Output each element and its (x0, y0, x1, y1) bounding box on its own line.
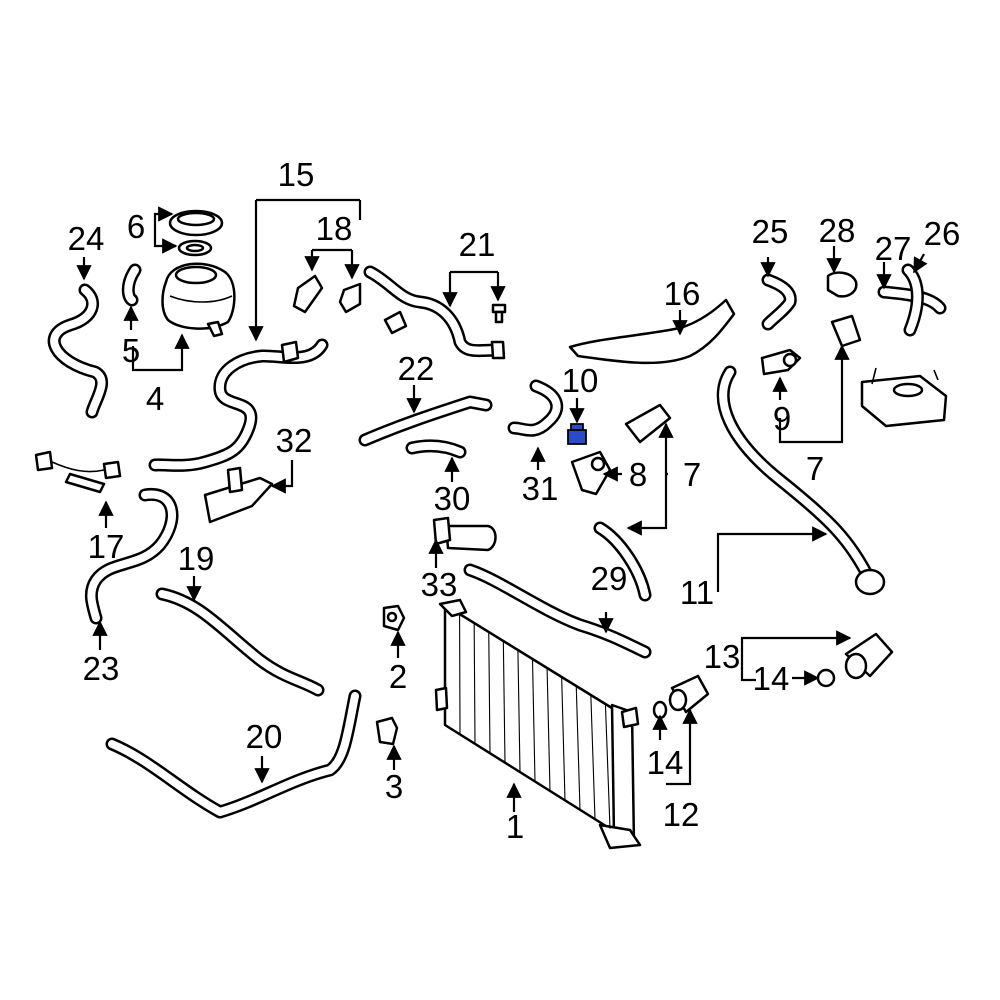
fitting-7-upper (830, 314, 862, 348)
cap-seal (177, 239, 213, 257)
hose-11 (716, 365, 886, 596)
callout-label: 30 (434, 480, 471, 517)
callout-label: 31 (522, 470, 559, 507)
hose-25 (761, 273, 797, 331)
callout-label: 12 (663, 796, 700, 833)
callout-label: 14 (753, 660, 790, 697)
callout-label: 11 (680, 574, 714, 611)
callout-label: 8 (629, 456, 647, 493)
callout-label: 9 (773, 400, 791, 437)
radiator-fin (590, 694, 596, 820)
expansion-tank-cap (168, 209, 224, 237)
hose-24 (47, 283, 108, 419)
pump-33 (432, 516, 497, 552)
callout-label: 7 (806, 450, 824, 487)
callout-label: 3 (385, 768, 403, 805)
flange-13 (844, 632, 894, 680)
radiator-fin (546, 667, 551, 791)
radiator-fin (575, 685, 581, 810)
hose-29 (463, 563, 652, 659)
radiator-fin (473, 622, 476, 744)
callout-label: 29 (591, 560, 628, 597)
pipe-21 (363, 265, 506, 360)
radiator-fin (517, 649, 521, 773)
seal-14-left (652, 700, 668, 720)
callout-label: 5 (122, 332, 140, 369)
hose-30 (405, 439, 467, 459)
bolt-21 (491, 303, 507, 324)
callout-label: 27 (875, 230, 912, 267)
hose-28 (826, 271, 858, 298)
radiator-fin (531, 658, 536, 782)
callout-label: 23 (83, 650, 120, 687)
pipe-19 (155, 587, 325, 697)
sensor-10-highlighted[interactable] (567, 423, 587, 445)
callout-label: 10 (562, 362, 599, 399)
bracket-2 (382, 604, 406, 632)
callout-label: 4 (146, 380, 164, 417)
sensor-18a (292, 274, 324, 314)
callout-label: 20 (246, 718, 283, 755)
leader-lines (76, 198, 928, 812)
fitting-9 (760, 348, 802, 376)
fitting-7-lower (624, 403, 672, 444)
radiator (434, 598, 642, 850)
callout-label: 32 (276, 422, 313, 459)
hose-15 (148, 338, 329, 472)
callout-label: 13 (704, 638, 741, 675)
hose-31 (507, 379, 564, 437)
callout-label: 19 (178, 540, 215, 577)
flange-12 (668, 674, 710, 714)
hose-7-lower (593, 521, 652, 602)
callout-label: 28 (819, 212, 856, 249)
bracket-3 (375, 716, 399, 746)
callout-label: 18 (316, 210, 353, 247)
hose-26-27 (877, 263, 947, 337)
callout-label: 14 (647, 744, 684, 781)
oil-cooler (860, 367, 948, 428)
radiator-fin (502, 640, 506, 763)
seal-14-right (816, 668, 836, 688)
radiator-fin (488, 631, 491, 754)
hose-5 (121, 263, 142, 307)
callout-label: 15 (278, 156, 315, 193)
callout-label: 17 (88, 528, 125, 565)
callout-label: 1 (506, 808, 524, 845)
fitting-8 (570, 450, 612, 496)
radiator-fin (561, 676, 566, 801)
callout-label: 7 (683, 456, 701, 493)
callout-label: 22 (398, 350, 435, 387)
expansion-tank (161, 262, 236, 338)
hose-16 (568, 298, 736, 365)
pipe-22 (358, 395, 493, 447)
radiator-fin (604, 703, 611, 829)
callout-label: 25 (752, 213, 789, 250)
callout-label: 16 (664, 275, 701, 312)
callout-label: 26 (924, 215, 961, 252)
flange-32 (203, 466, 274, 524)
callout-label: 21 (459, 226, 496, 263)
callout-label: 2 (389, 658, 407, 695)
callout-label: 6 (127, 208, 145, 245)
callout-label: 24 (68, 220, 105, 257)
sensor-17 (34, 450, 122, 494)
callout-labels: 1 2 3 4 5 6 7 7 8 9 10 11 12 13 14 14 15… (68, 156, 961, 845)
sensor-18b (338, 282, 362, 314)
callout-label: 33 (421, 566, 458, 603)
pipe-20 (105, 689, 362, 819)
hose-23 (84, 488, 179, 625)
